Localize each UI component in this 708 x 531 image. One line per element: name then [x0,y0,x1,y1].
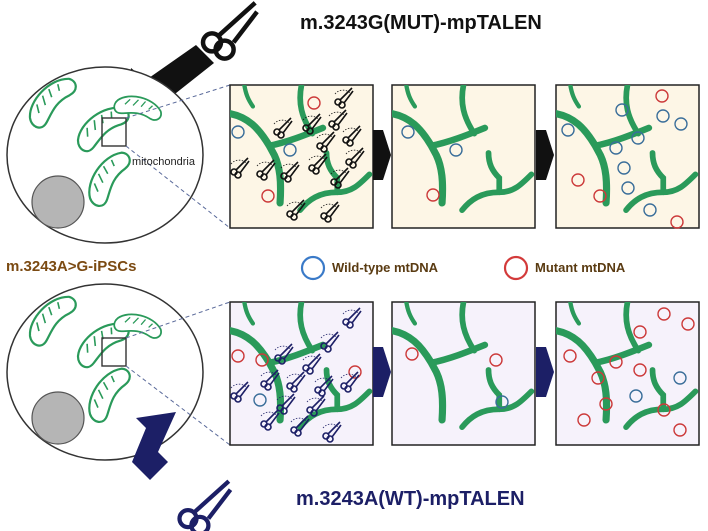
top-title: m.3243G(MUT)-mpTALEN [300,12,542,34]
panel-top-2 [391,84,536,229]
arrow-icon [132,412,176,480]
zoom-box [101,337,127,367]
panel-bottom-1 [229,301,374,446]
panel-bottom-3 [555,301,700,446]
scissors-icon [177,479,233,531]
mitochondria-label: mitochondria [132,156,195,168]
panel-top-1 [229,84,374,229]
arrow-icon [536,347,554,397]
arrow-icon [536,130,554,180]
legend-wild-type-swatch [300,255,326,281]
scissors-icon [200,1,259,61]
panel-bottom-2 [391,301,536,446]
bottom-title: m.3243A(WT)-mpTALEN [296,488,525,510]
panel-top-3 [555,84,700,229]
arrow-icon [373,347,391,397]
legend-mutant-label: Mutant mtDNA [535,260,626,275]
cell-body [6,283,204,461]
legend-wild-type-label: Wild-type mtDNA [332,260,439,275]
nucleus [31,391,85,445]
zoom-box [101,117,127,147]
legend-mutant-swatch [503,255,529,281]
nucleus [31,175,85,229]
cell-label: m.3243A>G-iPSCs [6,258,137,275]
arrow-icon [373,130,391,180]
